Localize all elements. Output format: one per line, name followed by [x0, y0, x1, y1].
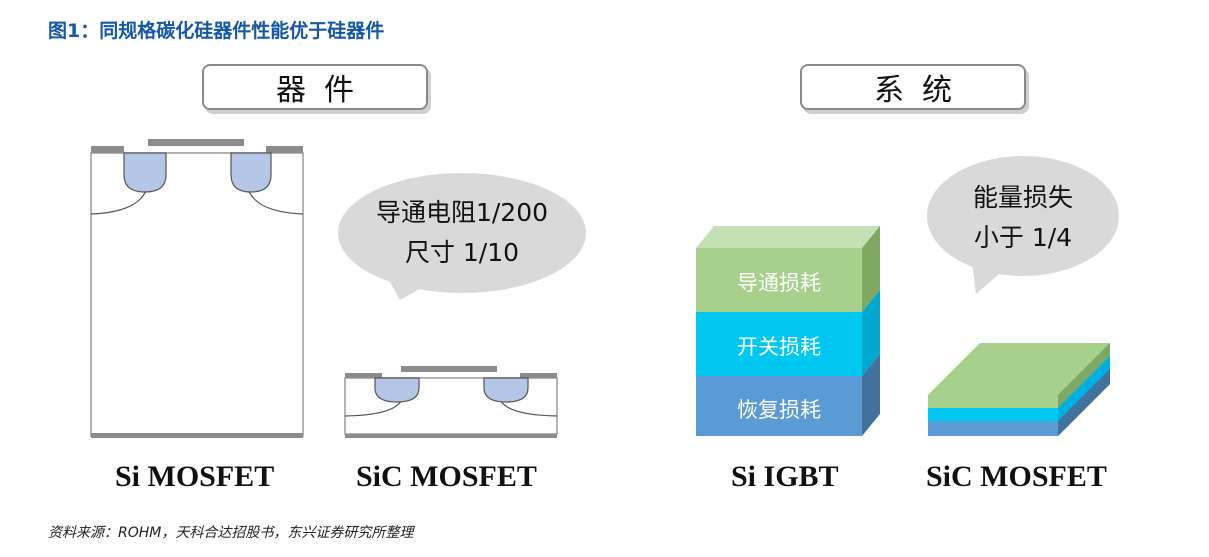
size-text: 尺寸 1/10 — [404, 238, 520, 267]
device-speech-bubble — [338, 173, 586, 300]
less-than-text: 小于 1/4 — [973, 223, 1073, 252]
device-bubble-text: 导通电阻1/200 尺寸 1/10 — [362, 193, 562, 273]
layer-label-recovery: 恢复损耗 — [737, 398, 821, 422]
caption-si-igbt: Si IGBT — [731, 460, 839, 493]
on-resistance-text: 导通电阻1/200 — [375, 198, 549, 227]
caption-sic-mosfet-system: SiC MOSFET — [926, 460, 1107, 493]
system-section-header: 系统 — [800, 64, 1026, 110]
sic-mosfet-device — [344, 366, 558, 438]
layer-label-conduction: 导通损耗 — [737, 271, 821, 295]
caption-sic-mosfet-device: SiC MOSFET — [356, 460, 537, 493]
si-mosfet-device — [90, 139, 304, 438]
energy-loss-text: 能量损失 — [972, 183, 1073, 212]
caption-si-mosfet: Si MOSFET — [115, 460, 275, 493]
source-note: 资料来源：ROHM，天科合达招股书，东兴证券研究所整理 — [48, 525, 414, 541]
si-igbt-stack — [696, 226, 880, 436]
system-speech-bubble — [927, 156, 1119, 294]
layer-label-switching: 开关损耗 — [737, 335, 821, 359]
device-section-header: 器件 — [202, 64, 428, 110]
figure-title: 图1：同规格碳化硅器件性能优于硅器件 — [48, 20, 385, 42]
system-bubble-text: 能量损失 小于 1/4 — [943, 178, 1103, 258]
sic-mosfet-stack — [928, 343, 1110, 436]
